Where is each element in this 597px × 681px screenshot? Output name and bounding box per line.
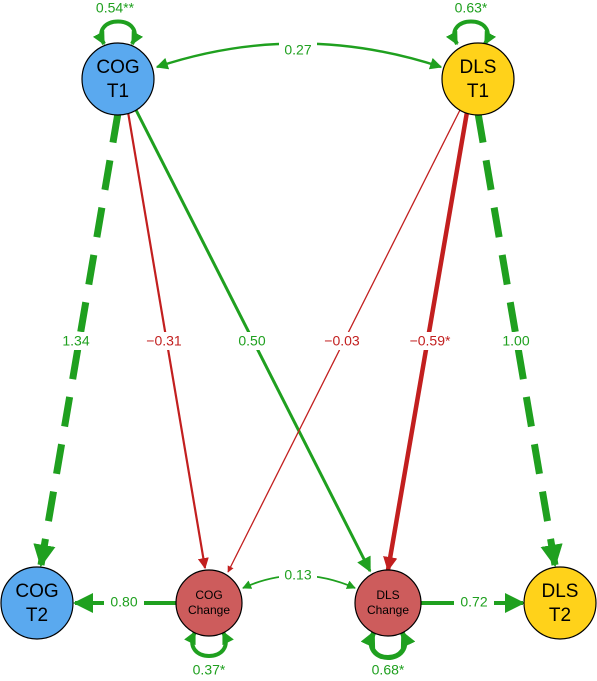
edge-cog-t1-to-cog-t2 bbox=[33, 112, 122, 568]
label-cog-t1-to-dls-change-text: 0.50 bbox=[238, 333, 265, 349]
label-cog-change-to-cog-t2-text: 0.80 bbox=[110, 594, 137, 610]
node-dls-change-line1: DLS bbox=[376, 588, 399, 602]
label-t1-covariance: 0.27 bbox=[279, 41, 317, 59]
node-cog-t1-line2: T1 bbox=[107, 81, 129, 102]
self-loop-cog-change bbox=[184, 630, 234, 658]
node-dls-t2-line2: T2 bbox=[549, 605, 571, 626]
node-cog-change-line1: COG bbox=[195, 588, 222, 602]
label-dls-t1-to-dls-change-text: −0.59* bbox=[410, 333, 451, 349]
label-dls-t1-to-dls-change: −0.59* bbox=[400, 332, 460, 350]
label-cog-t1-variance: 0.54** bbox=[96, 0, 135, 16]
label-dls-change-variance: 0.68* bbox=[372, 662, 405, 678]
label-cog-change-variance: 0.37* bbox=[193, 662, 226, 678]
node-cog-change-line2: Change bbox=[188, 603, 230, 617]
self-loop-cog-t1 bbox=[92, 19, 144, 46]
node-dls-change-line2: Change bbox=[367, 603, 409, 617]
node-dls-t1: DLS T1 bbox=[441, 42, 515, 116]
label-cog-change-to-cog-t2: 0.80 bbox=[104, 594, 144, 612]
node-cog-t1-line1: COG bbox=[96, 57, 139, 78]
node-cog-t2: COG T2 bbox=[0, 566, 74, 640]
node-cog-t1: COG T1 bbox=[81, 42, 155, 116]
label-cog-t1-to-cog-t2-text: 1.34 bbox=[62, 333, 89, 349]
node-dls-change: DLS Change bbox=[354, 569, 422, 637]
label-dls-t1-variance: 0.63* bbox=[455, 0, 488, 16]
label-t1-covariance-text: 0.27 bbox=[284, 42, 311, 58]
label-dls-t1-to-dls-t2: 1.00 bbox=[498, 332, 534, 350]
node-dls-t1-line2: T1 bbox=[467, 81, 489, 102]
node-dls-t2-line1: DLS bbox=[542, 581, 579, 602]
node-dls-t2: DLS T2 bbox=[523, 566, 597, 640]
label-dls-change-to-dls-t2: 0.72 bbox=[454, 594, 494, 612]
node-cog-change: COG Change bbox=[175, 569, 243, 637]
label-cog-t1-to-cog-change-text: −0.31 bbox=[146, 333, 182, 349]
label-dls-t1-to-cog-change: −0.03 bbox=[318, 332, 366, 350]
label-dls-t1-to-cog-change-text: −0.03 bbox=[324, 333, 360, 349]
label-change-covariance-text: 0.13 bbox=[284, 567, 311, 583]
label-cog-t1-to-cog-t2: 1.34 bbox=[58, 332, 94, 350]
label-dls-t1-to-dls-t2-text: 1.00 bbox=[502, 333, 529, 349]
label-cog-t1-to-dls-change: 0.50 bbox=[234, 332, 270, 350]
self-loop-dls-change bbox=[360, 630, 416, 660]
label-change-covariance: 0.13 bbox=[279, 566, 317, 584]
node-dls-t1-line1: DLS bbox=[460, 57, 497, 78]
self-loop-dls-t1 bbox=[445, 19, 497, 46]
node-cog-t2-line1: COG bbox=[15, 581, 58, 602]
node-cog-t2-line2: T2 bbox=[26, 605, 48, 626]
edge-dls-t1-to-dls-t2 bbox=[474, 112, 563, 568]
label-dls-change-to-dls-t2-text: 0.72 bbox=[460, 594, 487, 610]
label-cog-t1-to-cog-change: −0.31 bbox=[140, 332, 188, 350]
